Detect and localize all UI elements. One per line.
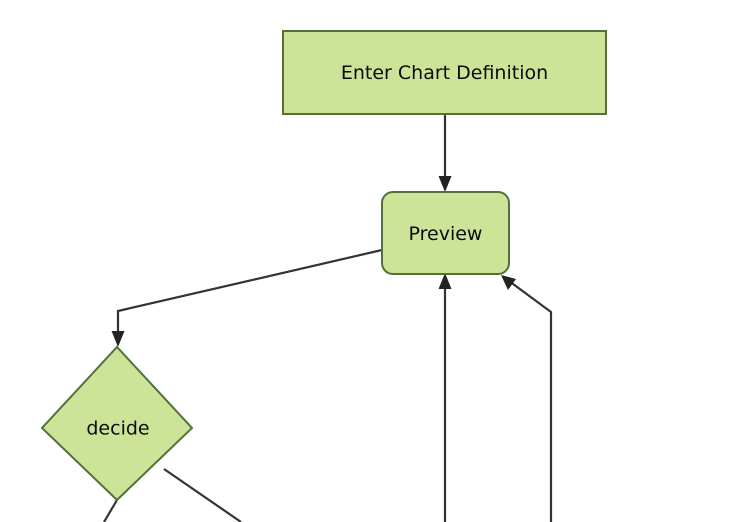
node-enter-chart-definition[interactable]: Enter Chart Definition <box>282 30 607 115</box>
edge-decide-left[interactable] <box>103 499 118 522</box>
edge-preview-decide[interactable] <box>111 248 383 347</box>
node-layer: Enter Chart Definition Preview decide <box>40 30 607 502</box>
edge-bottom-center-preview-arrowhead <box>438 273 452 289</box>
node-preview[interactable]: Preview <box>381 191 510 275</box>
node-decide[interactable]: decide <box>40 345 194 502</box>
edge-enter-preview[interactable] <box>438 113 452 192</box>
edge-decide-right[interactable] <box>163 468 242 522</box>
node-decide-shape <box>40 345 194 502</box>
edge-preview-decide-line <box>116 248 383 338</box>
edge-decide-left-line <box>103 499 118 522</box>
edge-bottom-right-preview-arrowhead <box>501 275 516 290</box>
edge-decide-right-line <box>163 468 242 522</box>
edge-bottom-right-preview-line <box>508 280 553 522</box>
edge-layer <box>103 113 553 522</box>
edge-preview-decide-arrowhead <box>111 331 125 347</box>
edge-bottom-center-preview[interactable] <box>438 273 452 522</box>
edge-enter-preview-arrowhead <box>438 176 452 192</box>
node-preview-shape <box>381 191 510 275</box>
edge-bottom-right-preview[interactable] <box>501 275 553 522</box>
node-enter-chart-definition-shape <box>282 30 607 115</box>
